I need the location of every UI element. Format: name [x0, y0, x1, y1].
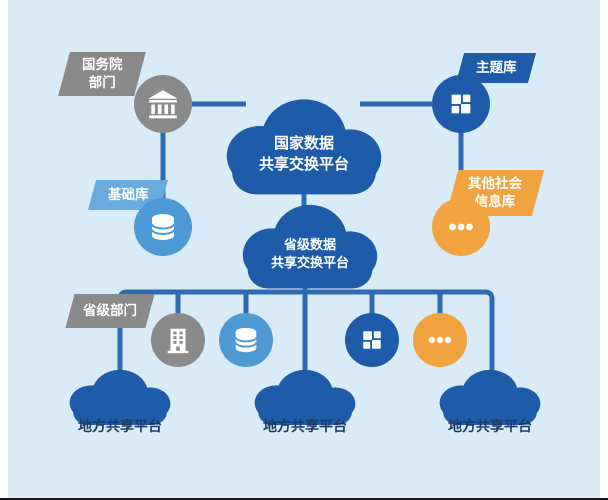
cloud-shape	[69, 369, 171, 426]
provincial-dept-node	[151, 313, 205, 367]
provincial-basic-db-node	[219, 313, 273, 367]
national-cloud-label: 国家数据 共享交换平台	[258, 135, 349, 173]
national-cloud: 国家数据 共享交换平台	[212, 96, 396, 196]
bottom-edge-line	[0, 498, 608, 500]
grid-icon	[363, 331, 381, 349]
local-cloud-right-label: 地方共享平台	[448, 418, 532, 434]
provincial-cloud: 省级数据 共享交换平台	[230, 202, 390, 290]
state-council-label-text: 国务院 部门	[81, 56, 123, 90]
provincial-dept-label: 省级部门	[65, 294, 155, 328]
grid-icon	[451, 94, 471, 114]
database-icon	[151, 214, 175, 240]
dots-icon	[428, 336, 452, 344]
local-cloud-left	[60, 368, 180, 426]
cloud-shape	[254, 369, 356, 426]
state-council-label: 国务院 部门	[58, 52, 146, 96]
other-social-node	[432, 198, 490, 256]
state-council-node	[134, 75, 192, 133]
basic-db-label-text: 基础库	[107, 186, 149, 202]
local-cloud-center	[245, 368, 365, 426]
local-cloud-center-label: 地方共享平台	[263, 418, 347, 434]
provincial-dept-label-text: 省级部门	[83, 302, 137, 318]
cloud-shape	[439, 369, 541, 426]
local-cloud-right	[430, 368, 550, 426]
local-cloud-left-label: 地方共享平台	[78, 418, 162, 434]
bank-icon	[148, 90, 178, 119]
cloud-shape	[242, 204, 378, 289]
database-icon	[234, 327, 258, 353]
theme-db-node	[432, 75, 490, 133]
cloud-shape	[226, 99, 382, 195]
provincial-cloud-label: 省级数据 共享交换平台	[270, 236, 349, 270]
provincial-social-db-node	[413, 313, 467, 367]
building-icon	[167, 328, 189, 354]
basic-db-node	[134, 198, 192, 256]
theme-db-label-text: 主题库	[475, 59, 517, 75]
dots-icon	[449, 223, 473, 231]
provincial-theme-db-node	[345, 313, 399, 367]
